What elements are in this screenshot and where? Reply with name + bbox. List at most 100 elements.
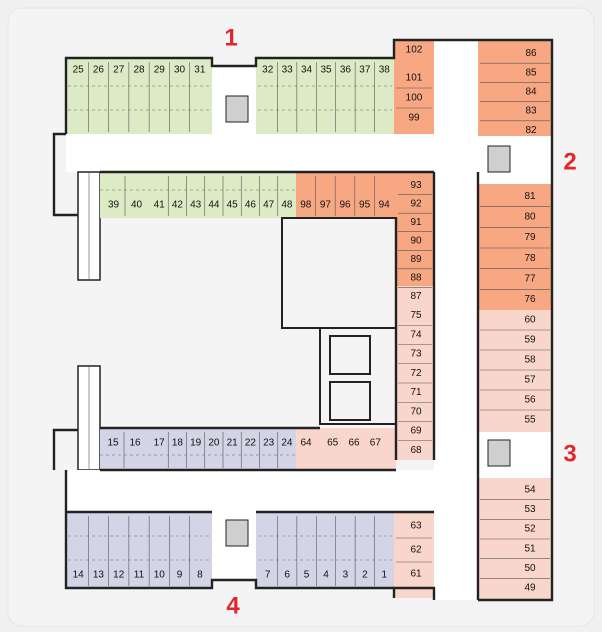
unit-label-66: 66 — [348, 438, 360, 449]
unit-label-71: 71 — [410, 387, 422, 398]
unit-label-99: 99 — [408, 113, 420, 124]
unit-label-47: 47 — [263, 200, 275, 211]
unit-label-21: 21 — [227, 438, 239, 449]
unit-label-81: 81 — [524, 191, 536, 202]
unit-label-15: 15 — [107, 438, 119, 449]
bottom-corridor — [66, 470, 478, 512]
unit-label-88: 88 — [410, 273, 422, 284]
unit-label-77: 77 — [524, 274, 536, 285]
unit-label-86: 86 — [525, 48, 537, 59]
unit-label-29: 29 — [154, 65, 166, 76]
unit-label-80: 80 — [524, 212, 536, 223]
top-wing-green-left — [66, 58, 212, 134]
unit-label-6: 6 — [284, 570, 290, 581]
unit-label-30: 30 — [174, 65, 186, 76]
unit-label-54: 54 — [524, 484, 536, 495]
unit-label-78: 78 — [524, 253, 536, 264]
unit-dividers — [68, 62, 550, 586]
unit-label-8: 8 — [197, 570, 203, 581]
unit-label-43: 43 — [190, 200, 202, 211]
right-lower-block — [478, 310, 552, 432]
unit-label-83: 83 — [525, 106, 537, 117]
unit-label-57: 57 — [524, 375, 536, 386]
unit-label-74: 74 — [410, 329, 422, 340]
unit-label-9: 9 — [177, 570, 183, 581]
entrance-label-1: 1 — [224, 25, 237, 52]
unit-label-91: 91 — [410, 217, 422, 228]
unit-label-1: 1 — [382, 570, 388, 581]
unit-label-27: 27 — [113, 65, 125, 76]
mid-orange-row — [296, 172, 396, 218]
unit-label-50: 50 — [524, 563, 536, 574]
unit-label-7: 7 — [265, 570, 271, 581]
mid-green-row — [100, 172, 296, 218]
unit-label-63: 63 — [410, 521, 422, 532]
right-stair-3 — [487, 439, 511, 467]
unit-label-68: 68 — [410, 445, 422, 456]
unit-label-33: 33 — [282, 65, 294, 76]
unit-label-38: 38 — [379, 65, 391, 76]
unit-label-41: 41 — [154, 200, 166, 211]
unit-label-4: 4 — [323, 570, 329, 581]
unit-label-18: 18 — [172, 438, 184, 449]
unit-label-102: 102 — [406, 45, 423, 56]
unit-label-73: 73 — [410, 349, 422, 360]
unit-label-97: 97 — [320, 200, 332, 211]
walls — [52, 38, 554, 602]
unit-label-2: 2 — [362, 570, 368, 581]
unit-label-44: 44 — [208, 200, 220, 211]
right-top-block — [478, 40, 552, 136]
unit-label-5: 5 — [304, 570, 310, 581]
unit-label-75: 75 — [410, 310, 422, 321]
top-corridor — [66, 134, 478, 172]
entrance-label-2: 2 — [563, 149, 576, 176]
unit-label-32: 32 — [262, 65, 274, 76]
unit-label-34: 34 — [301, 65, 313, 76]
unit-label-90: 90 — [410, 236, 422, 247]
unit-label-64: 64 — [300, 438, 312, 449]
lightwell-1 — [329, 335, 371, 375]
unit-label-52: 52 — [524, 524, 536, 535]
unit-label-67: 67 — [370, 438, 382, 449]
unit-label-62: 62 — [410, 545, 422, 556]
unit-label-95: 95 — [359, 200, 371, 211]
unit-label-89: 89 — [410, 254, 422, 265]
unit-label-98: 98 — [300, 200, 312, 211]
bottom-pink-stack — [394, 512, 434, 598]
right-mid-block — [478, 184, 552, 310]
top-orange-stack — [394, 40, 434, 134]
unit-label-69: 69 — [410, 426, 422, 437]
unit-label-17: 17 — [154, 438, 166, 449]
unit-label-37: 37 — [359, 65, 371, 76]
unit-label-59: 59 — [524, 335, 536, 346]
unit-label-39: 39 — [108, 200, 120, 211]
unit-label-28: 28 — [133, 65, 145, 76]
unit-label-40: 40 — [131, 200, 143, 211]
unit-label-51: 51 — [524, 543, 536, 554]
right-stair-2 — [487, 145, 511, 173]
unit-label-53: 53 — [524, 504, 536, 515]
unit-label-49: 49 — [524, 583, 536, 594]
unit-label-61: 61 — [410, 569, 422, 580]
bottom-wing-purple-right — [256, 512, 394, 588]
unit-label-42: 42 — [172, 200, 184, 211]
unit-label-79: 79 — [524, 232, 536, 243]
unit-label-31: 31 — [194, 65, 206, 76]
unit-label-46: 46 — [245, 200, 257, 211]
unit-label-100: 100 — [406, 93, 423, 104]
unit-label-84: 84 — [525, 87, 537, 98]
unit-label-70: 70 — [410, 406, 422, 417]
unit-label-24: 24 — [281, 438, 293, 449]
unit-label-23: 23 — [263, 438, 275, 449]
inner-right-pink — [396, 286, 434, 460]
entrance-label-4: 4 — [226, 593, 240, 620]
unit-label-13: 13 — [93, 570, 105, 581]
unit-label-35: 35 — [320, 65, 332, 76]
vertical-corridor — [434, 40, 478, 600]
unit-label-92: 92 — [410, 198, 422, 209]
courtyard — [281, 217, 397, 329]
unit-label-36: 36 — [340, 65, 352, 76]
unit-label-56: 56 — [524, 395, 536, 406]
